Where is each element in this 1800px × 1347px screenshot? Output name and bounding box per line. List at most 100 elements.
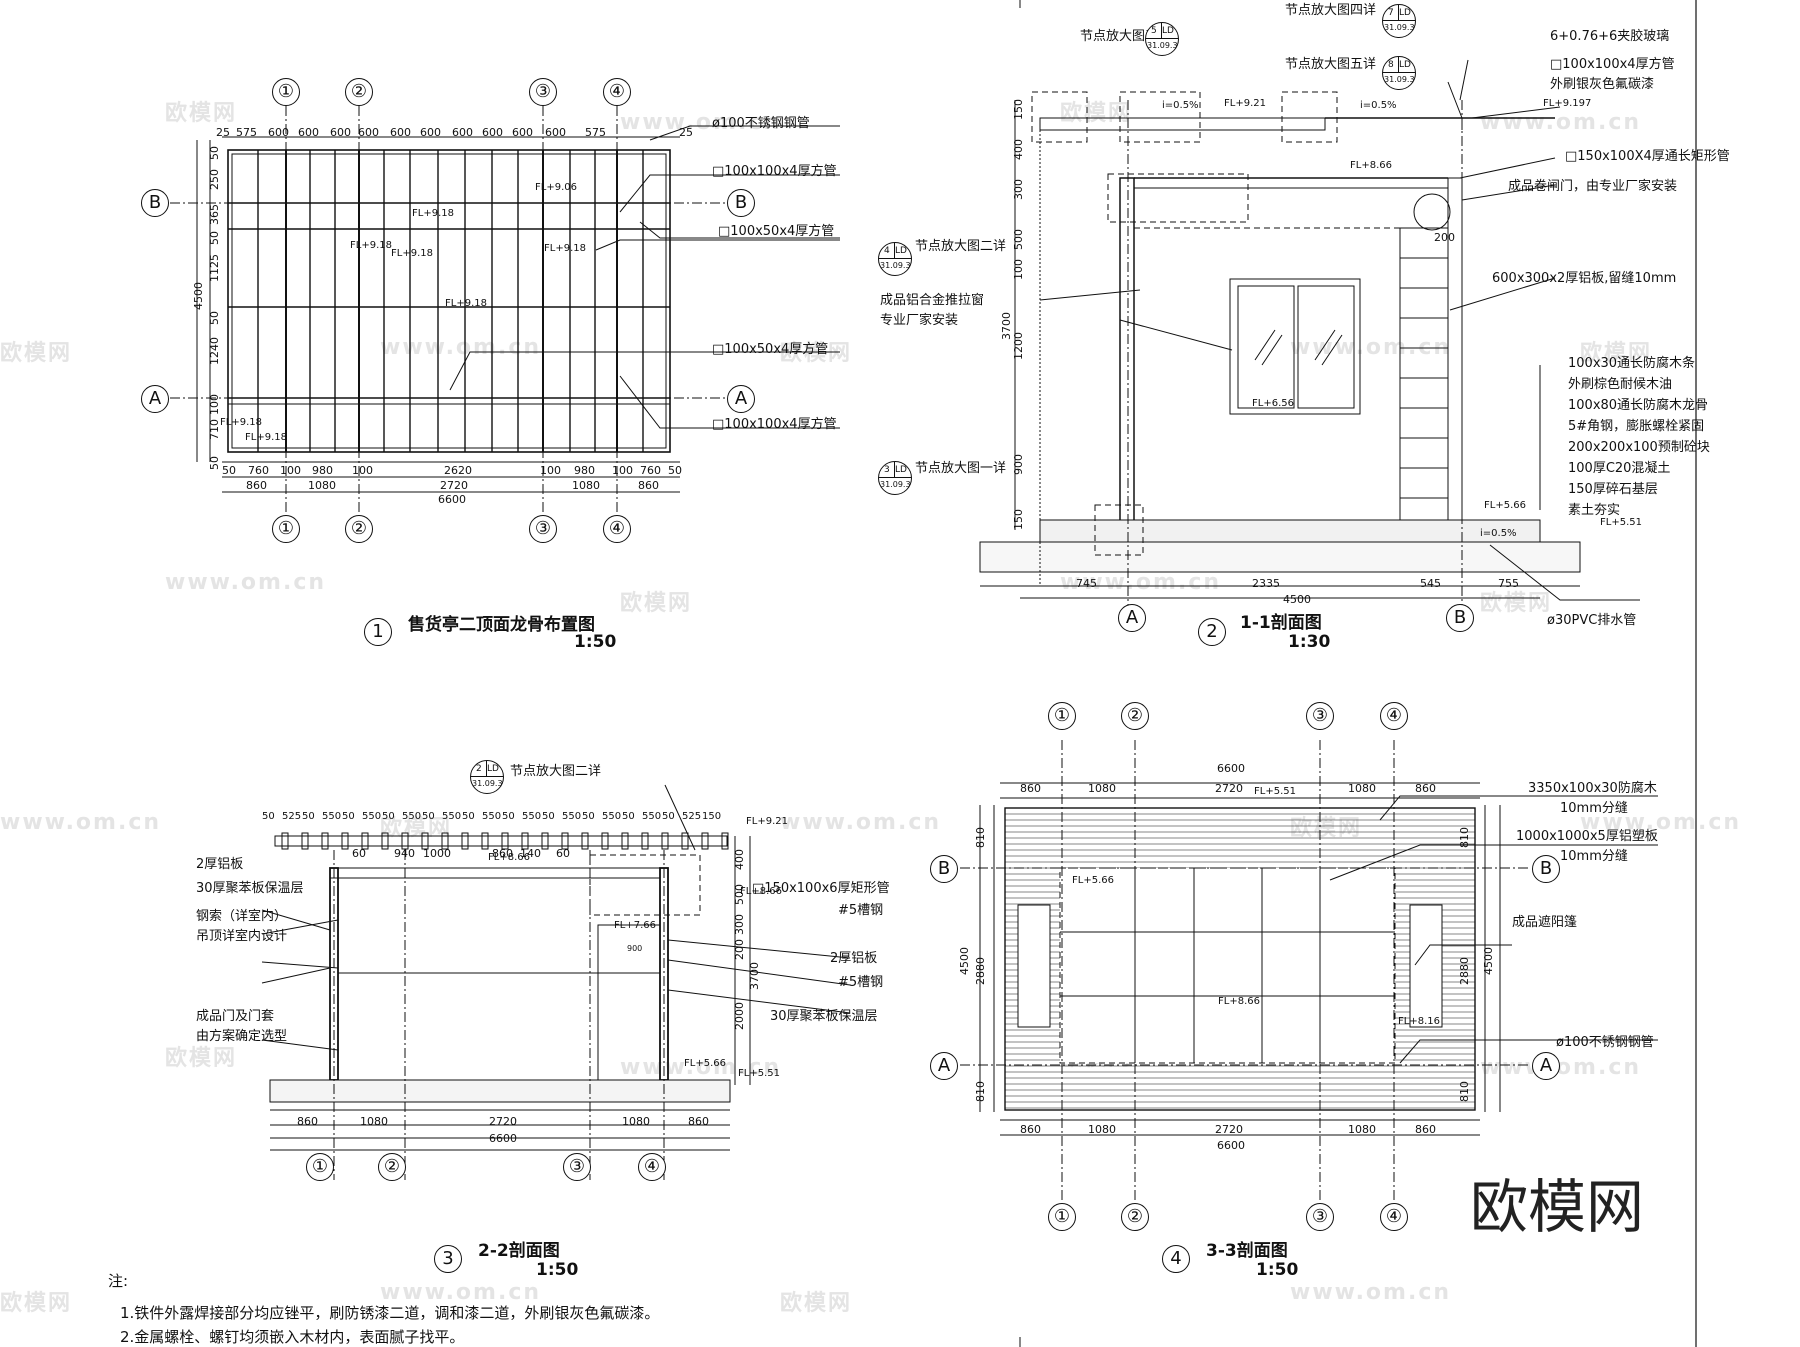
d4-bottom-dim: 1080 [1088,1123,1116,1136]
d2-number-badge: 2 [1198,618,1226,646]
d4-top-dim: 1080 [1348,782,1376,795]
d2-callout: 外刷银灰色氟碳漆 [1550,77,1655,92]
d4-bottom-dim: 860 [1020,1123,1041,1136]
d4-side-dim-left: 2880 [974,957,987,985]
d1-left-dim: 1240 [208,337,221,365]
d1-framing-plan [170,106,840,520]
d4-bottom-dim: 1080 [1348,1123,1376,1136]
d1-bottom-dim-row1: 980 [574,464,595,477]
d4-axis-top-3: ③ [1306,702,1334,730]
d4-axis-top-2: ② [1121,702,1149,730]
d1-top-dim: 600 [452,126,473,139]
d2-callout: 成品卷闸门，由专业厂家安装 [1508,179,1678,194]
d1-axis-top-1: ① [272,78,300,106]
detail-date: 31.09.3 [1384,75,1415,84]
d2-bottom-total-dim: 4500 [1283,593,1311,606]
d3-bottom-dim: 2720 [489,1115,517,1128]
d2-small-dim: 200 [1434,231,1455,244]
d3-scale: 1:50 [536,1260,579,1280]
d4-level-mark: FL+8.66 [1218,996,1260,1007]
d2-axis-A: A [1118,604,1146,632]
d3-top-dim: 50 [622,811,635,822]
d1-top-edge-dim: 25 [679,126,693,139]
d3-top-dim: 50 [302,811,315,822]
d1-bottom-dim-row1: 100 [540,464,561,477]
d2-callout: □100x100x4厚方管 [1550,57,1675,72]
d3-top-dim: 150 [702,811,722,822]
note-item-2: 2.金属螺栓、螺钉均须嵌入木材内，表面腻子找平。 [120,1328,465,1346]
d4-callout: 成品遮阳篷 [1512,915,1578,930]
d1-callout: □100x50x4厚方管 [718,224,835,239]
watermark-brand: 欧模网 [0,341,73,366]
d1-top-dim: 575 [585,126,606,139]
d3-axis-4: ④ [638,1153,666,1181]
d3-top-dim: 50 [262,811,275,822]
d1-bottom-total-dim: 6600 [438,493,466,506]
d4-axis-right-A: A [1532,1052,1560,1080]
d4-top-total-dim: 6600 [1217,762,1245,775]
watermark-brand: 欧模网 [780,1291,853,1316]
watermark-site: www.om.cn [780,810,942,835]
d2-level-mark: FL+9.197 [1543,98,1592,109]
d2-bottom-dim: 745 [1076,577,1097,590]
d3-top-dim: 50 [662,811,675,822]
watermark-brand: 欧模网 [780,341,853,366]
d4-axis-bottom-1: ① [1048,1203,1076,1231]
d3-axis-3: ③ [563,1153,591,1181]
d2-level-mark: FL+8.66 [1350,160,1392,171]
detail-sheet: LD [895,246,907,256]
d2-level-mark: FL+5.66 [1484,500,1526,511]
d3-inner-dim: 940 [394,847,415,860]
d2-section-1-1 [979,59,1640,620]
d3-right-callout: #5槽钢 [838,975,884,990]
d1-title: 售货亭二顶面龙骨布置图 [408,615,595,635]
watermark-site: www.om.cn [1060,570,1222,595]
d2-material-layer: 100x30通长防腐木条 [1568,356,1696,371]
d4-side-dim-right: 810 [1458,827,1471,848]
d3-axis-1: ① [306,1153,334,1181]
d3-bottom-dim: 860 [688,1115,709,1128]
d3-right-dim: 500 [733,884,746,905]
detail-date: 31.09.3 [1147,41,1178,50]
d3-inner-dim: 1000 [423,847,451,860]
d3-top-dim: 550 [602,811,622,822]
d4-bottom-dim: 2720 [1215,1123,1243,1136]
d4-top-dim: 1080 [1088,782,1116,795]
d1-bottom-dim-row1: 100 [352,464,373,477]
d2-scale: 1:30 [1288,632,1331,652]
d1-overall-left-dim: 4500 [192,282,205,310]
d3-left-callout: 30厚聚苯板保温层 [196,881,304,896]
watermark-brand: 欧模网 [0,1291,73,1316]
notes-heading: 注: [108,1272,129,1290]
watermark-brand: 欧模网 [1480,591,1553,616]
detail-number: 2 [476,764,482,774]
d3-level-mark: FL+9.21 [746,816,788,827]
d2-detail-ref-label: 节点放大图一详 [915,461,1007,476]
d4-bottom-dim: 860 [1415,1123,1436,1136]
d1-left-dim: 50 [208,146,221,160]
d1-top-edge-dim: 25 [216,126,230,139]
detail-number: 8 [1388,60,1394,70]
d2-detail-ref-label: 节点放大图二详 [915,239,1007,254]
d3-right-callout: □150x100x6厚矩形管 [752,881,890,896]
watermark-site: www.om.cn [380,335,542,360]
d1-bottom-dim-row1: 760 [640,464,661,477]
d3-inner-dim: 60 [352,847,366,860]
d1-axis-right-A: A [727,385,755,413]
d3-top-dim: 550 [322,811,342,822]
d3-level-mark: FL+8.66 [488,852,530,863]
d3-left-callout: 成品门及门套 [196,1009,275,1024]
d3-right-dim: 2000 [733,1002,746,1030]
d2-material-layer: 100厚C20混凝土 [1568,461,1671,476]
d3-top-dim: 50 [582,811,595,822]
d4-callout: 10mm分缝 [1560,801,1628,816]
d1-top-dim: 600 [512,126,533,139]
d2-material-layer: 素土夯实 [1568,503,1621,518]
watermark-brand: 欧模网 [620,591,693,616]
d4-level-mark: FL+5.51 [1254,786,1296,797]
d4-side-dim-right: 2880 [1458,957,1471,985]
d4-title: 3-3剖面图 [1206,1241,1288,1261]
d3-bottom-dim: 1080 [622,1115,650,1128]
d1-axis-top-4: ④ [603,78,631,106]
